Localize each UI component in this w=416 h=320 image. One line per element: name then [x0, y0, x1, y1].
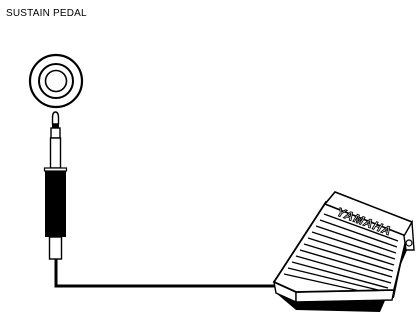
diagram-title: SUSTAIN PEDAL [6, 8, 87, 19]
jack-socket [28, 53, 84, 109]
foot-pedal [272, 191, 415, 312]
pedal-cable [54, 259, 276, 288]
phone-plug [43, 111, 68, 260]
